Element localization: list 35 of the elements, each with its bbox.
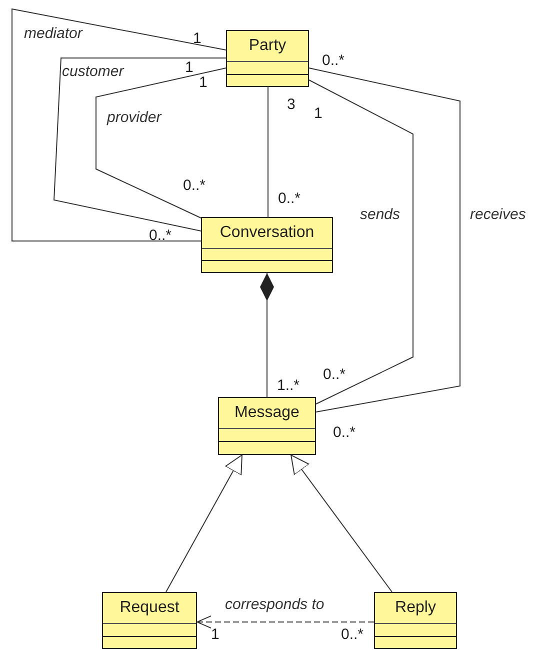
multiplicity-label: 0..* bbox=[278, 190, 301, 207]
association-line bbox=[53, 58, 226, 232]
class-box bbox=[201, 217, 333, 273]
multiplicity-label: 0..* bbox=[322, 52, 345, 69]
generalization-arrow bbox=[166, 454, 242, 592]
class-box bbox=[218, 397, 316, 455]
class-name: Reply bbox=[375, 593, 456, 624]
class-name: Request bbox=[103, 593, 196, 624]
class-name: Message bbox=[219, 398, 315, 429]
multiplicity-label: 0..* bbox=[341, 626, 364, 643]
class-box bbox=[374, 592, 457, 649]
generalization-arrow bbox=[290, 454, 392, 592]
association-line bbox=[12, 8, 226, 242]
edge-label: corresponds to bbox=[225, 596, 324, 613]
class-box bbox=[102, 592, 197, 649]
composition-line bbox=[260, 272, 274, 398]
multiplicity-label: 1 bbox=[193, 30, 202, 47]
multiplicity-label: 1 bbox=[185, 59, 194, 76]
class-box bbox=[226, 30, 309, 87]
multiplicity-label: 1 bbox=[211, 626, 220, 643]
multiplicity-label: 1 bbox=[199, 74, 208, 91]
edge-label: provider bbox=[107, 109, 162, 126]
dependency-arrow bbox=[196, 616, 374, 628]
association-line bbox=[308, 68, 460, 412]
association-line bbox=[96, 68, 226, 218]
multiplicity-label: 0..* bbox=[149, 227, 172, 244]
class-name: Conversation bbox=[202, 218, 332, 249]
multiplicity-label: 0..* bbox=[323, 366, 346, 383]
multiplicity-label: 0..* bbox=[183, 177, 206, 194]
multiplicity-label: 1..* bbox=[277, 377, 300, 394]
association-line bbox=[308, 80, 414, 404]
multiplicity-label: 3 bbox=[287, 96, 296, 113]
multiplicity-label: 0..* bbox=[333, 424, 356, 441]
class-name: Party bbox=[227, 31, 308, 62]
multiplicity-label: 1 bbox=[314, 105, 322, 122]
